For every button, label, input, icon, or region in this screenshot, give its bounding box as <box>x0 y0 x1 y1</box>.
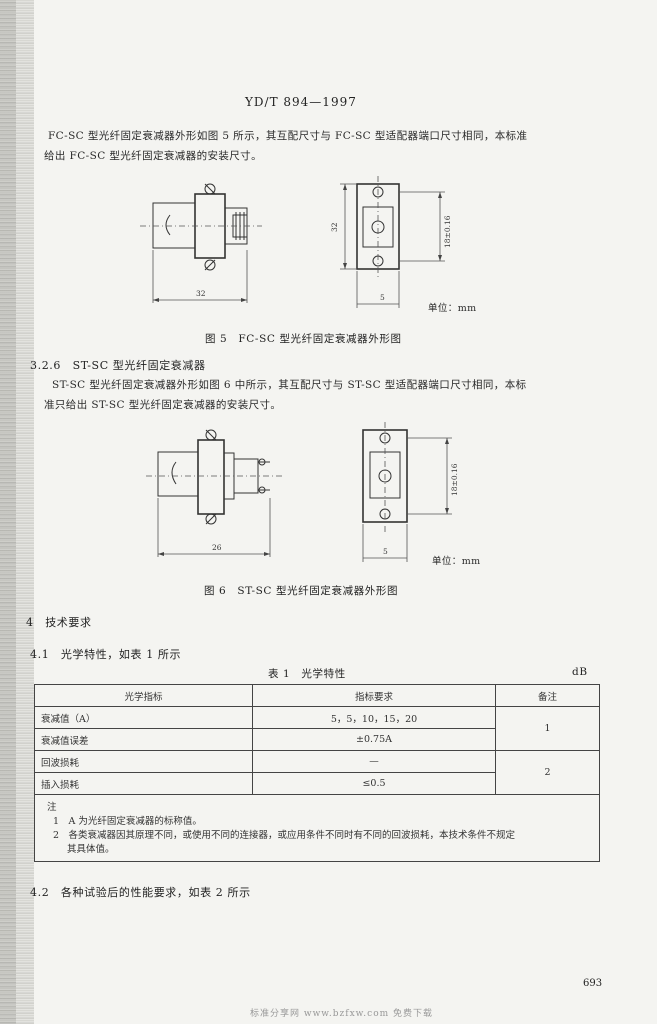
st-paragraph-line2: 准只给出 ST-SC 型光纤固定衰减器的安装尺寸。 <box>44 399 282 411</box>
table-cell: 衰减值误差 <box>34 728 253 751</box>
table-cell: — <box>252 750 496 773</box>
table-row: 回波损耗 — 2 <box>34 750 600 795</box>
section-4-heading: 4 技术要求 <box>26 616 92 629</box>
table-cell: 衰减值（A） <box>34 706 253 729</box>
page-header: YD/T 894—1997 <box>245 95 357 109</box>
table-note-label: 注 <box>47 802 57 813</box>
st-dim-right: 18±0.16 <box>450 463 459 496</box>
page-number: 693 <box>583 978 603 989</box>
optical-characteristics-table: 光学指标 指标要求 备注 衰减值（A） 5，5，10，15，20 1 衰减值误差… <box>34 684 600 862</box>
fc-paragraph-line1: FC-SC 型光纤固定衰减器外形如图 5 所示，其互配尺寸与 FC-SC 型适配… <box>48 130 528 142</box>
fc-dim-width: 32 <box>196 289 206 298</box>
figure-5-caption: 图 5 FC-SC 型光纤固定衰减器外形图 <box>205 333 402 345</box>
table-notes-row: 注 1 A 为光纤固定衰减器的标称值。 2 各类衰减器因其原理不同，或使用不同的… <box>34 794 600 862</box>
table-cell: ±0.75A <box>252 728 496 751</box>
table-1-unit: dB <box>572 666 588 678</box>
watermark-footer: 标准分享网 www.bzfxw.com 免费下载 <box>250 1009 434 1019</box>
table-cell: 5，5，10，15，20 <box>252 706 496 729</box>
table-header-cell: 备注 <box>495 684 600 707</box>
table-notes: 注 1 A 为光纤固定衰减器的标称值。 2 各类衰减器因其原理不同，或使用不同的… <box>34 794 600 862</box>
section-4-1: 4.1 光学特性，如表 1 所示 <box>30 648 182 661</box>
st-dim-width: 26 <box>212 543 222 552</box>
table-cell: 插入损耗 <box>34 772 253 795</box>
table-cell: ≤0.5 <box>252 772 496 795</box>
st-front-view: 18±0.16 5 <box>362 422 459 562</box>
st-dim-bottom: 5 <box>383 547 388 556</box>
fc-paragraph-line2: 给出 FC-SC 型光纤固定衰减器的安装尺寸。 <box>44 150 262 162</box>
st-heading: 3.2.6 ST-SC 型光纤固定衰减器 <box>30 359 206 372</box>
table-row: 衰减值（A） 5，5，10，15，20 1 <box>34 706 600 751</box>
st-unit-label: 单位：mm <box>432 556 481 567</box>
st-paragraph-line1: ST-SC 型光纤固定衰减器外形如图 6 中所示，其互配尺寸与 ST-SC 型适… <box>52 379 527 391</box>
table-note: 2 各类衰减器因其原理不同，或使用不同的连接器，或应用条件不同时有不同的回波损耗… <box>53 830 516 841</box>
fc-front-view: 32 18±0.16 5 <box>330 176 452 308</box>
figure-6-caption: 图 6 ST-SC 型光纤固定衰减器外形图 <box>204 585 399 597</box>
table-cell: 1 <box>495 706 600 751</box>
table-row: 衰减值误差 ±0.75A <box>34 728 600 751</box>
table-1-title: 表 1 光学特性 <box>268 668 346 680</box>
table-header-cell: 指标要求 <box>252 684 496 707</box>
table-note: 其具体值。 <box>67 844 115 855</box>
fc-dim-height: 32 <box>330 222 339 232</box>
scan-edge-shadow-dark <box>0 0 16 1024</box>
st-side-view: 26 <box>146 429 282 557</box>
table-cell: 2 <box>495 750 600 795</box>
fc-dim-right: 18±0.16 <box>443 215 452 248</box>
table-header-row: 光学指标 指标要求 备注 <box>34 684 600 707</box>
fc-unit-label: 单位：mm <box>428 303 477 314</box>
section-4-2: 4.2 各种试验后的性能要求，如表 2 所示 <box>30 886 251 899</box>
fc-side-view: 32 <box>140 183 262 303</box>
table-header-cell: 光学指标 <box>34 684 253 707</box>
table-cell: 回波损耗 <box>34 750 253 773</box>
fc-dim-bottom: 5 <box>380 293 385 302</box>
table-note: 1 A 为光纤固定衰减器的标称值。 <box>53 816 202 827</box>
